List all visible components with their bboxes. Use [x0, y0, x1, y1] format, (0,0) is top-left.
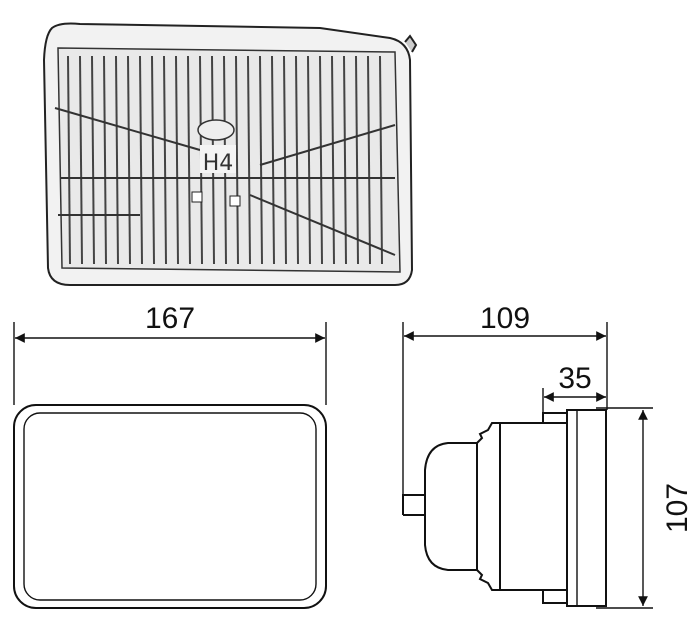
lens-rib [79, 55, 83, 265]
lens-rib [187, 55, 191, 265]
lens-rib [367, 55, 371, 265]
height-dimension-label: 107 [661, 483, 692, 533]
rim-outline [566, 409, 607, 607]
lens-rib [103, 55, 107, 265]
lens-rib [151, 55, 155, 265]
lens-rib [307, 55, 311, 265]
lens-rib [259, 55, 263, 265]
front-view: 167 [13, 302, 327, 609]
lens-rib [319, 55, 323, 265]
headlamp-photo: H4 [42, 22, 418, 286]
lens-rib [127, 55, 131, 265]
side-view: 109 35 107 [402, 302, 692, 609]
rim-depth-dimension-label: 35 [558, 362, 591, 395]
lens-rib [271, 55, 275, 265]
lens-rib [295, 55, 299, 265]
lens-rib [139, 55, 143, 265]
lens-rib [175, 55, 179, 265]
lens-rib [91, 55, 95, 265]
width-dimension-label: 167 [145, 302, 195, 335]
lens-rib [379, 55, 383, 265]
lens-rib [235, 55, 239, 265]
lens-rib [283, 55, 287, 265]
approval-mark-icon [191, 191, 203, 203]
front-inner-outline [23, 412, 317, 601]
lens-rib [247, 55, 251, 265]
brand-logo-icon [197, 119, 235, 141]
lens-marking: H4 [203, 151, 234, 176]
lens-rib [355, 55, 359, 265]
lens-rib [115, 55, 119, 265]
lens-rib [163, 55, 167, 265]
approval-mark-icon [229, 195, 241, 207]
lens-rib [67, 55, 71, 265]
connector-tab [404, 34, 418, 53]
depth-dimension-label: 109 [480, 302, 530, 335]
front-outline [13, 404, 327, 609]
lens-rib [343, 55, 347, 265]
